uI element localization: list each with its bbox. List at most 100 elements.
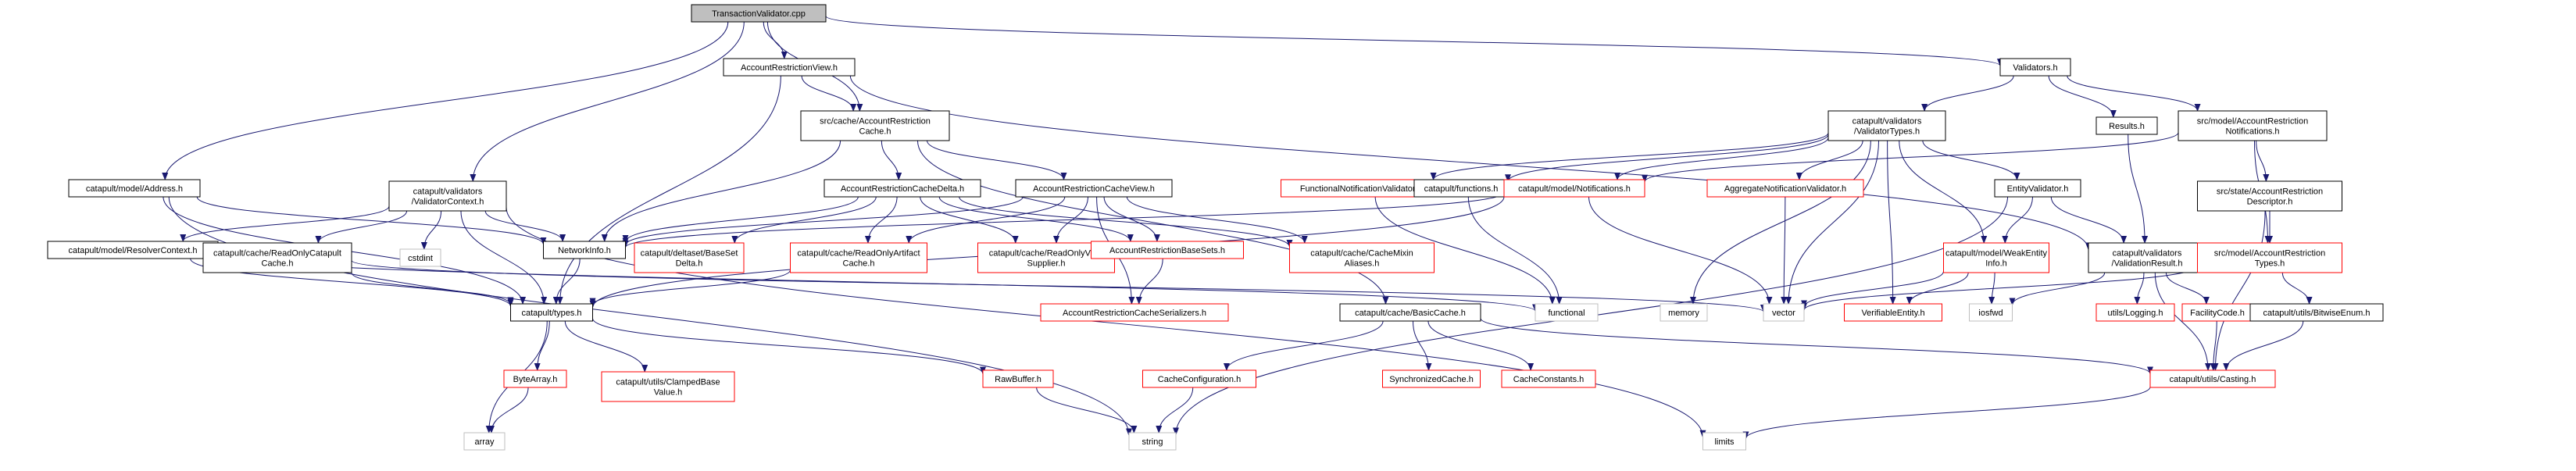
node-box: [2178, 110, 2328, 141]
node-transactionvalidator-cpp[interactable]: TransactionValidator.cpp: [691, 4, 827, 23]
node-array[interactable]: array: [463, 432, 506, 451]
edge-roc-to-vector: [351, 260, 1767, 313]
node-label: utils/Logging.h: [2108, 309, 2163, 318]
node-accountrestrictioncacheview-h[interactable]: AccountRestrictionCacheView.h: [1015, 179, 1173, 198]
node-box: [1660, 303, 1708, 322]
edge-arv-to-types: [556, 75, 781, 305]
edge-arcv-to-roa: [906, 196, 1066, 244]
node-catapult-model-notifications-h[interactable]: catapult/model/Notifications.h: [1503, 179, 1645, 198]
node-label: catapult/cache/CacheMixin: [1310, 249, 1413, 259]
node-memory[interactable]: memory: [1660, 303, 1708, 322]
node-box: [399, 248, 441, 267]
node-accountrestrictioncacheserializers-h[interactable]: AccountRestrictionCacheSerializers.h: [1040, 303, 1229, 322]
node-utils-logging-h[interactable]: utils/Logging.h: [2095, 303, 2175, 322]
node-box: [824, 179, 981, 198]
edge-cast-to-limits: [1742, 387, 2151, 440]
node-aggregatenotificationvalidator-h[interactable]: AggregateNotificationValidator.h: [1706, 179, 1864, 198]
node-src-cache-accountrestriction-cache-h[interactable]: src/cache/AccountRestrictionCache.h: [800, 110, 950, 141]
node-functionalnotificationvalidator-h[interactable]: FunctionalNotificationValidator.h: [1281, 179, 1442, 198]
node-catapult-utils-casting-h[interactable]: catapult/utils/Casting.h: [2149, 369, 2276, 388]
node-accountrestrictionview-h[interactable]: AccountRestrictionView.h: [723, 58, 856, 77]
node-box: [1128, 432, 1177, 451]
node-label: AccountRestrictionCacheDelta.h: [841, 184, 964, 194]
node-box: [634, 242, 745, 273]
node-label: catapult/deltaset/BaseSet: [641, 249, 738, 259]
edge-ev-to-vres: [2050, 196, 2128, 244]
node-label: catapult/utils/Casting.h: [2170, 375, 2256, 384]
edge-mnot-to-ni: [622, 192, 1505, 248]
node-entityvalidator-h[interactable]: EntityValidator.h: [1994, 179, 2081, 198]
edge-vres-to-iosfwd: [2009, 272, 2106, 306]
node-catapult-utils-bitwiseenum-h[interactable]: catapult/utils/BitwiseEnum.h: [2249, 303, 2384, 322]
node-cstdint[interactable]: cstdint: [399, 248, 441, 267]
node-catapult-types-h[interactable]: catapult/types.h: [510, 303, 593, 322]
node-catapult-validators-validatorcontext-h[interactable]: catapult/validators/ValidatorContext.h: [388, 180, 507, 212]
edge-vres-to-fcode: [2165, 272, 2210, 305]
edge-arcv-to-cma: [1126, 196, 1308, 244]
node-label: Value.h: [654, 388, 683, 398]
node-cacheconstants-h[interactable]: CacheConstants.h: [1501, 369, 1596, 388]
node-catapult-model-resolvercontext-h[interactable]: catapult/model/ResolverContext.h: [47, 241, 219, 259]
node-label: RawBuffer.h: [995, 375, 1041, 384]
edge-mnot-to-vector: [1588, 196, 1773, 305]
node-cacheconfiguration-h[interactable]: CacheConfiguration.h: [1142, 369, 1256, 388]
node-iosfwd[interactable]: iosfwd: [1969, 303, 2013, 322]
edge-vt-to-cfun: [1505, 134, 1829, 183]
node-box: [2249, 303, 2384, 322]
node-verifiableentity-h[interactable]: VerifiableEntity.h: [1844, 303, 1942, 322]
node-bytearray-h[interactable]: ByteArray.h: [503, 369, 567, 388]
node-src-model-accountrestriction-notifications-h[interactable]: src/model/AccountRestrictionNotification…: [2178, 110, 2328, 141]
node-results-h[interactable]: Results.h: [2095, 116, 2158, 135]
edge-roa-to-types: [589, 269, 791, 306]
node-accountrestrictioncachedelta-h[interactable]: AccountRestrictionCacheDelta.h: [824, 179, 981, 198]
edge-roc-to-types: [351, 272, 514, 305]
edge-tv-to-addr: [162, 21, 729, 180]
edge-arcd-to-rov: [920, 196, 1019, 244]
node-box: [1969, 303, 2013, 322]
edge-ev-to-mwe: [2002, 196, 2033, 244]
node-label: catapult/model/Notifications.h: [1518, 184, 1631, 194]
node-box: [1535, 303, 1599, 322]
node-networkinfo-h[interactable]: NetworkInfo.h: [543, 241, 626, 259]
node-label: NetworkInfo.h: [558, 246, 611, 255]
node-label: CacheConfiguration.h: [1158, 375, 1241, 384]
node-catapult-validators-validationresult-h[interactable]: catapult/validators/ValidationResult.h: [2088, 242, 2206, 273]
node-accountrestrictionbasesets-h[interactable]: AccountRestrictionBaseSets.h: [1091, 241, 1244, 259]
edge-arc-to-ni: [601, 140, 841, 242]
node-validators-h[interactable]: Validators.h: [1999, 58, 2071, 77]
node-catapult-functions-h[interactable]: catapult/functions.h: [1413, 179, 1509, 198]
node-limits[interactable]: limits: [1702, 432, 1746, 451]
node-catapult-validators-validatortypes-h[interactable]: catapult/validators/ValidatorTypes.h: [1827, 110, 1946, 141]
node-box: [1142, 369, 1256, 388]
edge-vctx-to-types: [460, 210, 548, 305]
edge-bcache-to-cast: [1480, 318, 2153, 375]
node-label: Cache.h: [262, 259, 294, 269]
node-label: src/model/AccountRestriction: [2214, 249, 2325, 259]
node-catapult-model-address-h[interactable]: catapult/model/Address.h: [68, 179, 201, 198]
node-box: [1763, 303, 1805, 322]
node-label: catapult/utils/ClampedBase: [616, 378, 720, 387]
node-synchronizedcache-h[interactable]: SynchronizedCache.h: [1382, 369, 1481, 388]
node-label: vector: [1772, 309, 1795, 318]
edge-arcd-to-ni: [622, 196, 859, 243]
node-box: [1091, 241, 1244, 259]
node-box: [982, 369, 1054, 388]
node-label: Validators.h: [2013, 63, 2057, 73]
node-catapult-cache-basiccache-h[interactable]: catapult/cache/BasicCache.h: [1339, 303, 1481, 322]
node-label: FacilityCode.h: [2190, 309, 2245, 318]
node-rawbuffer-h[interactable]: RawBuffer.h: [982, 369, 1054, 388]
node-facilitycode-h[interactable]: FacilityCode.h: [2181, 303, 2253, 322]
node-string[interactable]: string: [1128, 432, 1177, 451]
edge-types-to-barr: [534, 320, 550, 371]
node-functional[interactable]: functional: [1535, 303, 1599, 322]
node-vector[interactable]: vector: [1763, 303, 1805, 322]
